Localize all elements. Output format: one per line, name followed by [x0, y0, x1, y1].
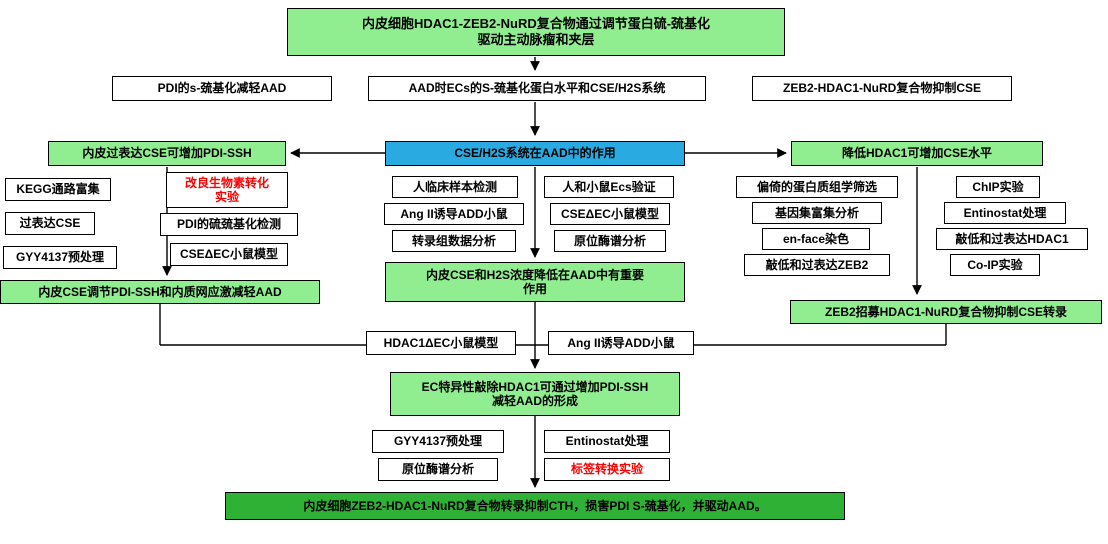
- node-hub: CSE/H2S系统在AAD中的作用: [385, 141, 685, 166]
- method-entinostat-treatment-final: Entinostat处理: [544, 430, 670, 453]
- method-human-clinical-samples: 人临床样本检测: [392, 176, 518, 198]
- method-gyy4137-pretreatment-final: GYY4137预处理: [372, 430, 504, 453]
- method-chip-assay: ChIP实验: [956, 176, 1040, 198]
- node-premise-pdi: PDI的s-巯基化减轻AAD: [112, 76, 332, 101]
- method-unbiased-proteomic-screen: 偏倚的蛋白质组学筛选: [736, 176, 898, 198]
- node-synthesis: EC特异性敲除HDAC1可通过增加PDI-SSH 减轻AAD的形成: [390, 372, 680, 416]
- method-cse-ko-mouse-left: CSEΔEC小鼠模型: [170, 243, 288, 266]
- method-modified-biotin-switch: 改良生物素转化 实验: [166, 172, 288, 208]
- method-cse-ko-mouse-center: CSEΔEC小鼠模型: [550, 203, 670, 225]
- model-angii-add-mouse: Ang II诱导ADD小鼠: [548, 331, 694, 355]
- node-finding-left: 内皮过表达CSE可增加PDI-SSH: [48, 141, 286, 166]
- model-hdac1-ko-mouse: HDAC1ΔEC小鼠模型: [366, 331, 516, 355]
- node-result-right: ZEB2招募HDAC1-NuRD复合物抑制CSE转录: [790, 300, 1102, 324]
- node-finding-right: 降低HDAC1可增加CSE水平: [791, 141, 1043, 166]
- method-gene-set-enrichment: 基因集富集分析: [752, 202, 882, 224]
- method-en-face-staining: en-face染色: [762, 228, 870, 250]
- method-gyy4137-pretreatment-left: GYY4137预处理: [3, 246, 117, 269]
- node-result-left: 内皮CSE调节PDI-SSH和内质网应激减轻AAD: [0, 280, 320, 304]
- method-transcriptome-analysis: 转录组数据分析: [392, 230, 516, 252]
- method-entinostat-treatment-right: Entinostat处理: [944, 202, 1066, 224]
- method-hdac1-knockdown-overexpression: 敲低和过表达HDAC1: [936, 228, 1088, 250]
- method-in-situ-zymography-final: 原位酶谱分析: [378, 458, 498, 481]
- method-in-situ-zymography-center: 原位酶谱分析: [554, 230, 666, 252]
- method-cse-overexpression: 过表达CSE: [5, 212, 95, 235]
- method-zeb2-knockdown-overexpression: 敲低和过表达ZEB2: [744, 254, 890, 276]
- node-title: 内皮细胞HDAC1-ZEB2-NuRD复合物通过调节蛋白硫-巯基化 驱动主动脉瘤…: [287, 8, 785, 56]
- node-premise-ecs: AAD时ECs的S-巯基化蛋白水平和CSE/H2S系统: [368, 76, 706, 101]
- method-tag-switch-assay: 标签转换实验: [544, 458, 670, 481]
- method-pdi-sulfhydration-assay: PDI的硫巯基化检测: [160, 213, 298, 236]
- node-conclusion: 内皮细胞ZEB2-HDAC1-NuRD复合物转录抑制CTH，损害PDI S-巯基…: [225, 492, 845, 520]
- method-kegg-enrichment: KEGG通路富集: [5, 178, 111, 201]
- node-result-center: 内皮CSE和H2S浓度降低在AAD中有重要 作用: [385, 262, 685, 302]
- method-angii-induced-add-mouse: Ang II诱导ADD小鼠: [384, 203, 524, 225]
- method-human-mouse-ecs-validation: 人和小鼠Ecs验证: [544, 176, 674, 198]
- method-co-ip-assay: Co-IP实验: [950, 254, 1040, 276]
- node-premise-zeb2: ZEB2-HDAC1-NuRD复合物抑制CSE: [752, 76, 1012, 101]
